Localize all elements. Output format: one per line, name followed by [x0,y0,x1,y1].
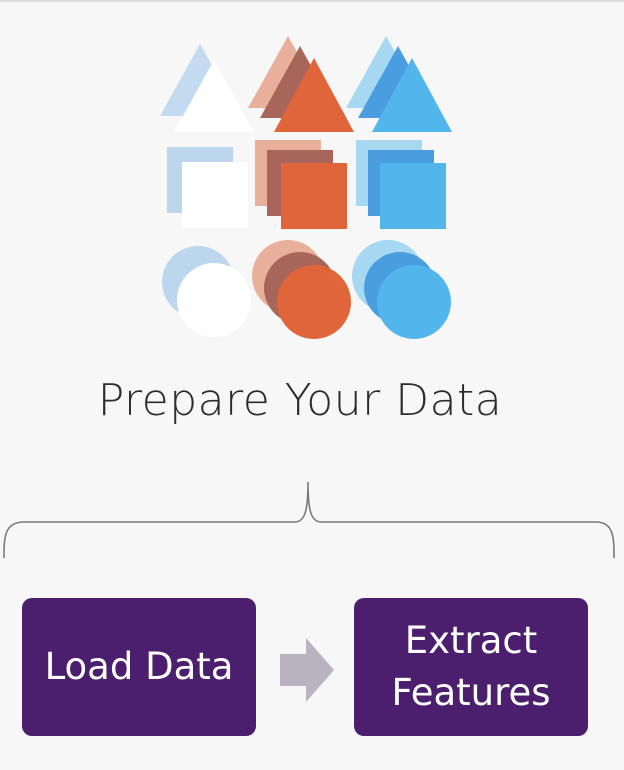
load-data-label: Load Data [44,645,234,688]
blue-square [380,163,446,229]
white-circle [177,263,251,337]
page-title: Prepare Your Data [97,375,503,426]
blue-circle [377,265,451,339]
top-border [0,0,624,2]
shapes-illustration [160,36,452,339]
blue-triangle [372,58,452,132]
white-triangle [174,60,254,132]
orange-triangle [274,58,354,132]
squares-icon [167,140,446,229]
brace-icon [3,481,615,559]
extract-features-label-line2: Features [391,671,551,714]
orange-circle [277,265,351,339]
arrow-right-icon [280,638,334,702]
white-square [182,162,248,228]
load-data-step: Load Data [22,598,256,736]
extract-features-label-line1: Extract [404,619,538,662]
extract-features-step: Extract Features [354,598,588,736]
triangles-icon [160,36,452,132]
orange-square [281,163,347,229]
circles-icon [162,240,451,339]
